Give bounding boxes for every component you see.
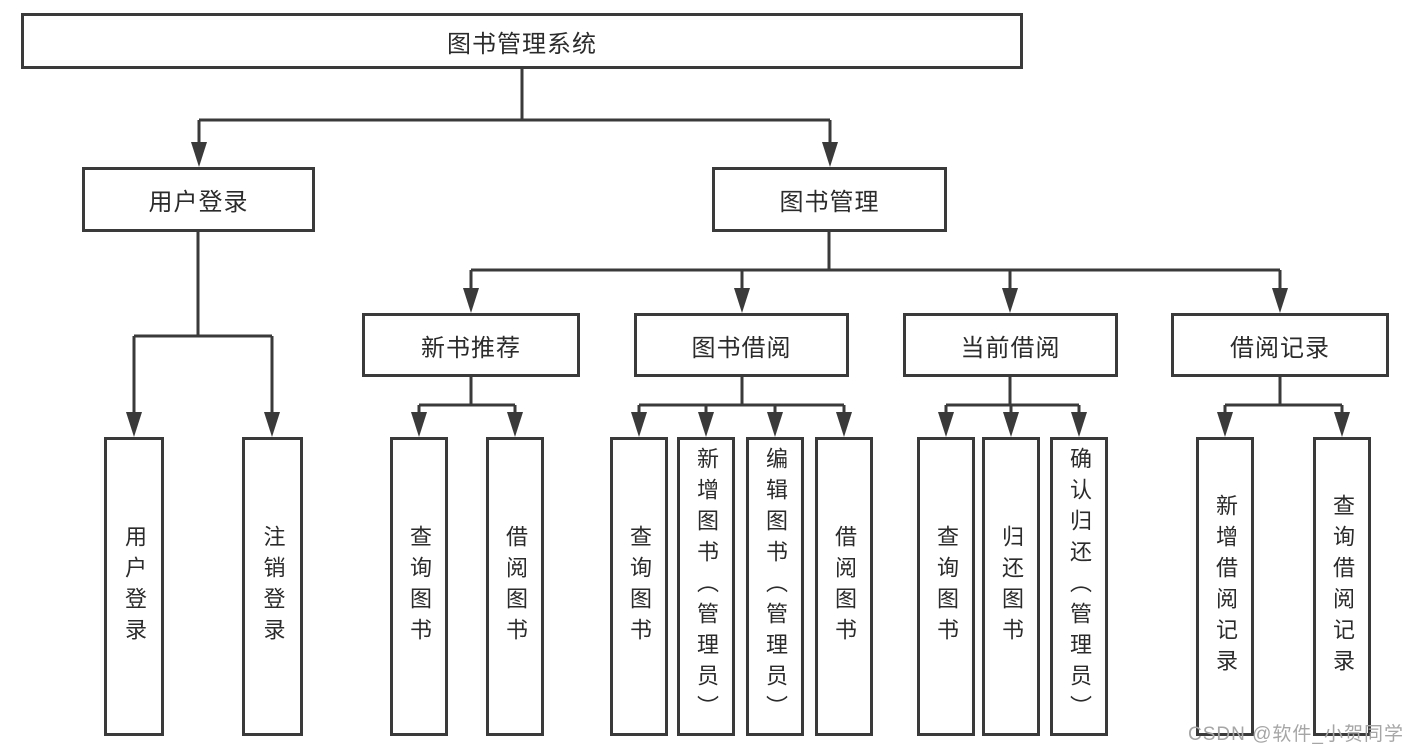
arrow-down-icon: [767, 412, 783, 437]
arrow-down-icon: [1002, 288, 1018, 313]
leaf-query-books-2: 查询图书: [610, 437, 668, 736]
arrow-down-icon: [1217, 412, 1233, 437]
arrow-down-icon: [126, 412, 142, 437]
leaf-label: 确认归还（管理员）: [1067, 447, 1092, 726]
arrow-down-icon: [734, 288, 750, 313]
arrow-down-icon: [507, 412, 523, 437]
arrow-down-icon: [191, 142, 207, 167]
node-borrow-records-label: 借阅记录: [1230, 334, 1330, 362]
connector-line: [469, 232, 1282, 291]
connector-line: [132, 232, 274, 415]
leaf-label: 编辑图书（管理员）: [763, 447, 788, 726]
connector-line: [637, 377, 846, 416]
node-book-borrow: 图书借阅: [634, 313, 849, 377]
leaf-edit-books-admin: 编辑图书（管理员）: [746, 437, 804, 736]
node-root: 图书管理系统: [21, 13, 1023, 69]
arrow-down-icon: [1334, 412, 1350, 437]
leaf-logout: 注销登录: [242, 437, 303, 736]
connector-line: [944, 377, 1081, 416]
leaf-label: 新增借阅记录: [1213, 493, 1238, 680]
leaf-label: 查询借阅记录: [1330, 493, 1355, 680]
leaf-label: 注销登录: [260, 524, 286, 649]
node-borrow-records: 借阅记录: [1171, 313, 1389, 377]
node-current-borrow: 当前借阅: [903, 313, 1118, 377]
leaf-borrow-books-1: 借阅图书: [486, 437, 544, 736]
leaf-query-borrow-record: 查询借阅记录: [1313, 437, 1371, 736]
leaf-return-books: 归还图书: [982, 437, 1040, 736]
connector-line: [1223, 377, 1344, 416]
leaf-label: 归还图书: [999, 524, 1024, 649]
arrow-down-icon: [1003, 412, 1019, 437]
node-new-books: 新书推荐: [362, 313, 580, 377]
leaf-label: 查询图书: [407, 524, 432, 649]
arrow-down-icon: [463, 288, 479, 313]
node-new-books-label: 新书推荐: [421, 334, 521, 362]
leaf-user-login: 用户登录: [104, 437, 164, 736]
leaf-label: 查询图书: [627, 524, 652, 649]
leaf-label: 查询图书: [934, 524, 959, 649]
node-user-login-label: 用户登录: [148, 189, 249, 216]
arrow-down-icon: [631, 412, 647, 437]
leaf-add-borrow-record: 新增借阅记录: [1196, 437, 1254, 736]
arrowheads: [126, 142, 1350, 437]
leaf-label: 借阅图书: [832, 524, 857, 649]
leaf-label: 借阅图书: [503, 524, 528, 649]
connector-line: [197, 69, 832, 145]
leaf-label: 新增图书（管理员）: [694, 447, 719, 726]
node-book-manage-label: 图书管理: [779, 189, 880, 216]
arrow-down-icon: [411, 412, 427, 437]
leaf-query-books-3: 查询图书: [917, 437, 975, 736]
arrow-down-icon: [836, 412, 852, 437]
arrow-down-icon: [1071, 412, 1087, 437]
csdn-watermark: CSDN @软件_小贺同学: [1188, 724, 1404, 745]
connector-line: [417, 377, 517, 416]
node-user-login: 用户登录: [82, 167, 315, 232]
node-book-borrow-label: 图书借阅: [691, 334, 792, 362]
arrow-down-icon: [264, 412, 280, 437]
node-root-label: 图书管理系统: [447, 30, 597, 58]
leaf-confirm-return-admin: 确认归还（管理员）: [1050, 437, 1108, 736]
leaf-add-books-admin: 新增图书（管理员）: [677, 437, 735, 736]
arrow-down-icon: [1272, 288, 1288, 313]
node-book-manage: 图书管理: [712, 167, 947, 232]
arrow-down-icon: [822, 142, 838, 167]
arrow-down-icon: [698, 412, 714, 437]
leaf-query-books-1: 查询图书: [390, 437, 448, 736]
leaf-borrow-books-2: 借阅图书: [815, 437, 873, 736]
leaf-label: 用户登录: [122, 524, 147, 649]
arrow-down-icon: [938, 412, 954, 437]
node-current-borrow-label: 当前借阅: [960, 334, 1061, 362]
